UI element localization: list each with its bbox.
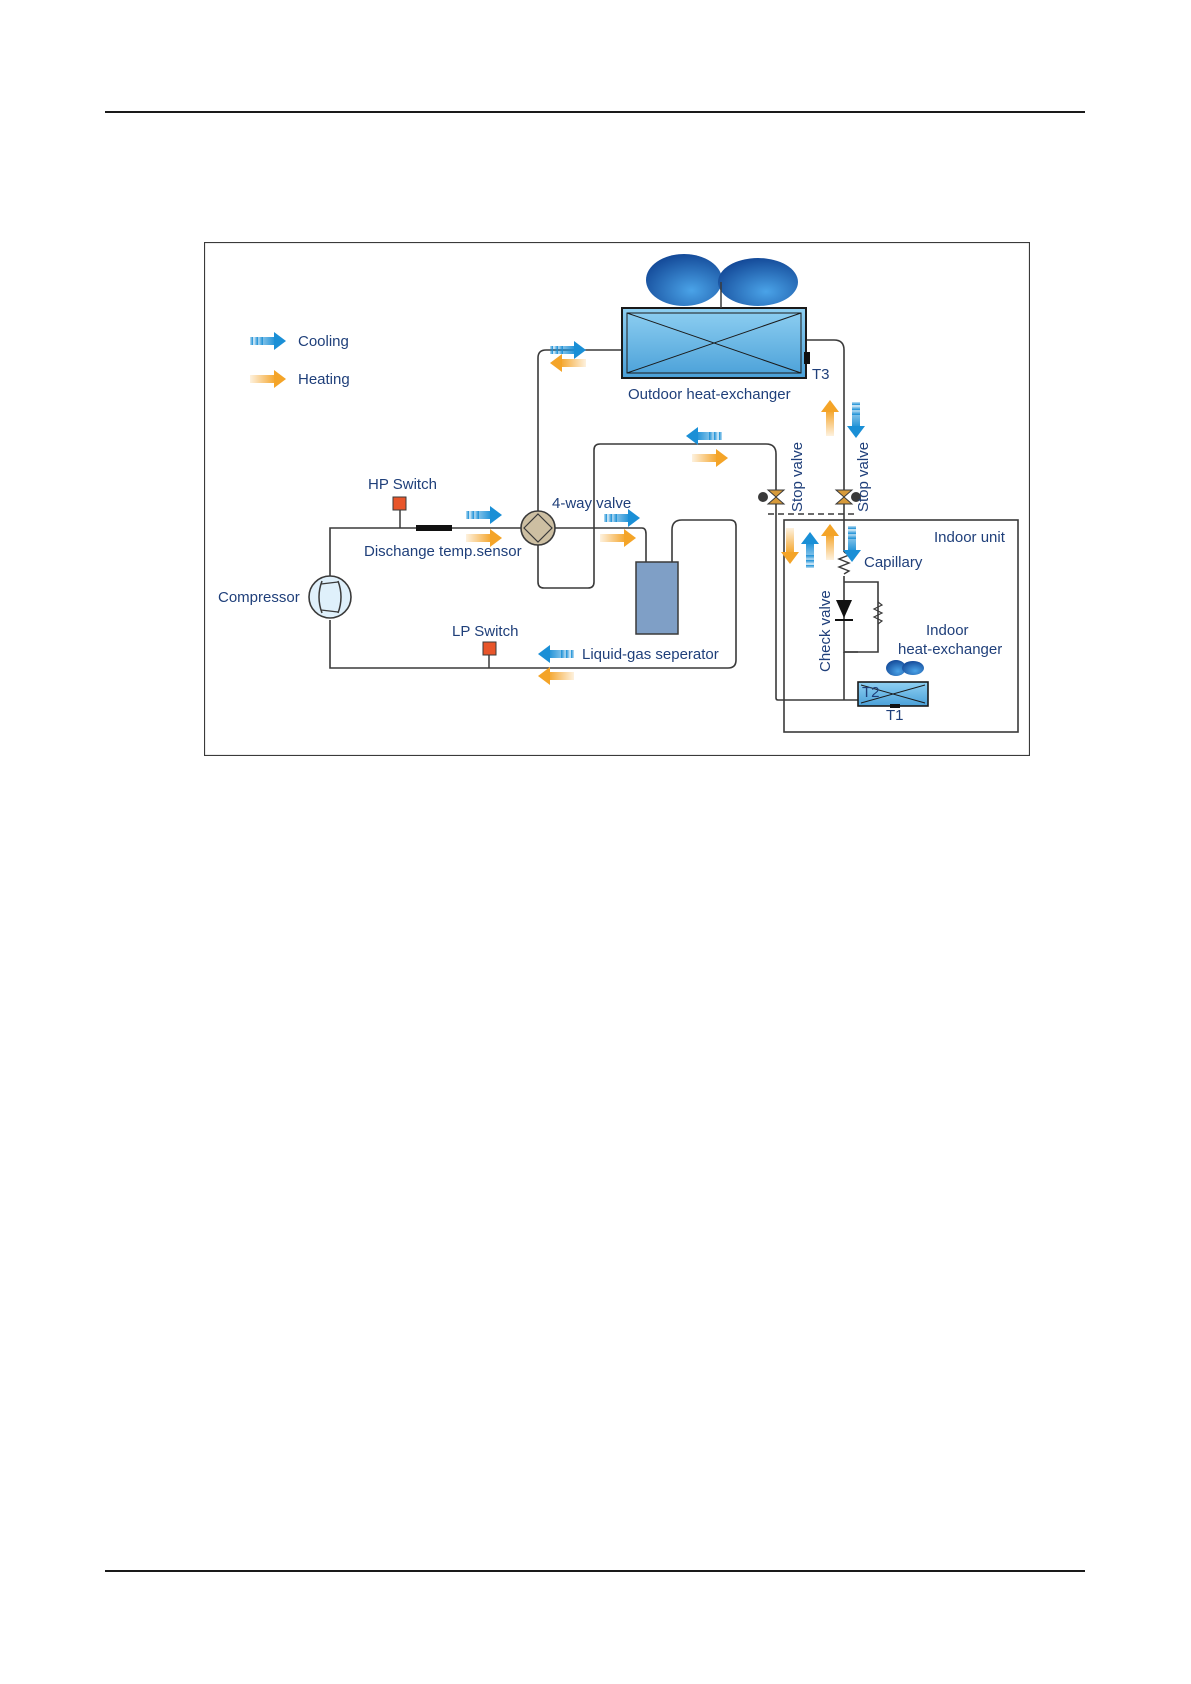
indoor-unit-label: Indoor unit <box>934 529 1006 546</box>
separator-tank-icon <box>636 562 678 634</box>
capillary-label: Capillary <box>864 554 923 571</box>
refrigerant-circuit-diagram: Cooling Heating Outdoor heat-exchanger T… <box>204 242 1030 756</box>
outdoor-heat-exchanger <box>622 308 810 378</box>
compressor-label: Compressor <box>218 589 300 606</box>
legend-cooling-label: Cooling <box>298 333 349 350</box>
four-way-valve-label: 4-way valve <box>552 495 631 512</box>
t2-sensor-label: T2 <box>862 684 880 701</box>
indoor-hx-label-line1: Indoor <box>926 622 969 639</box>
hp-switch-label: HP Switch <box>368 476 437 493</box>
separator-label: Liquid-gas seperator <box>582 646 719 663</box>
discharge-sensor-label: Dischange temp.sensor <box>364 543 522 560</box>
t1-sensor-label: T1 <box>886 707 904 724</box>
compressor-icon <box>309 576 351 618</box>
lp-switch-label: LP Switch <box>452 623 518 640</box>
legend-heating-label: Heating <box>298 371 350 388</box>
stop-valve-right-label: Stop valve <box>855 442 872 512</box>
stop-valve-left-label: Stop valve <box>789 442 806 512</box>
indoor-hx-label-line2: heat-exchanger <box>898 641 1002 658</box>
four-way-valve-icon <box>521 511 555 545</box>
t3-sensor-label: T3 <box>812 366 830 383</box>
header-rule <box>105 111 1085 113</box>
outdoor-hx-label: Outdoor heat-exchanger <box>628 386 791 403</box>
discharge-sensor-icon <box>416 525 452 531</box>
check-valve-label: Check valve <box>817 590 834 672</box>
footer-rule <box>105 1570 1085 1572</box>
